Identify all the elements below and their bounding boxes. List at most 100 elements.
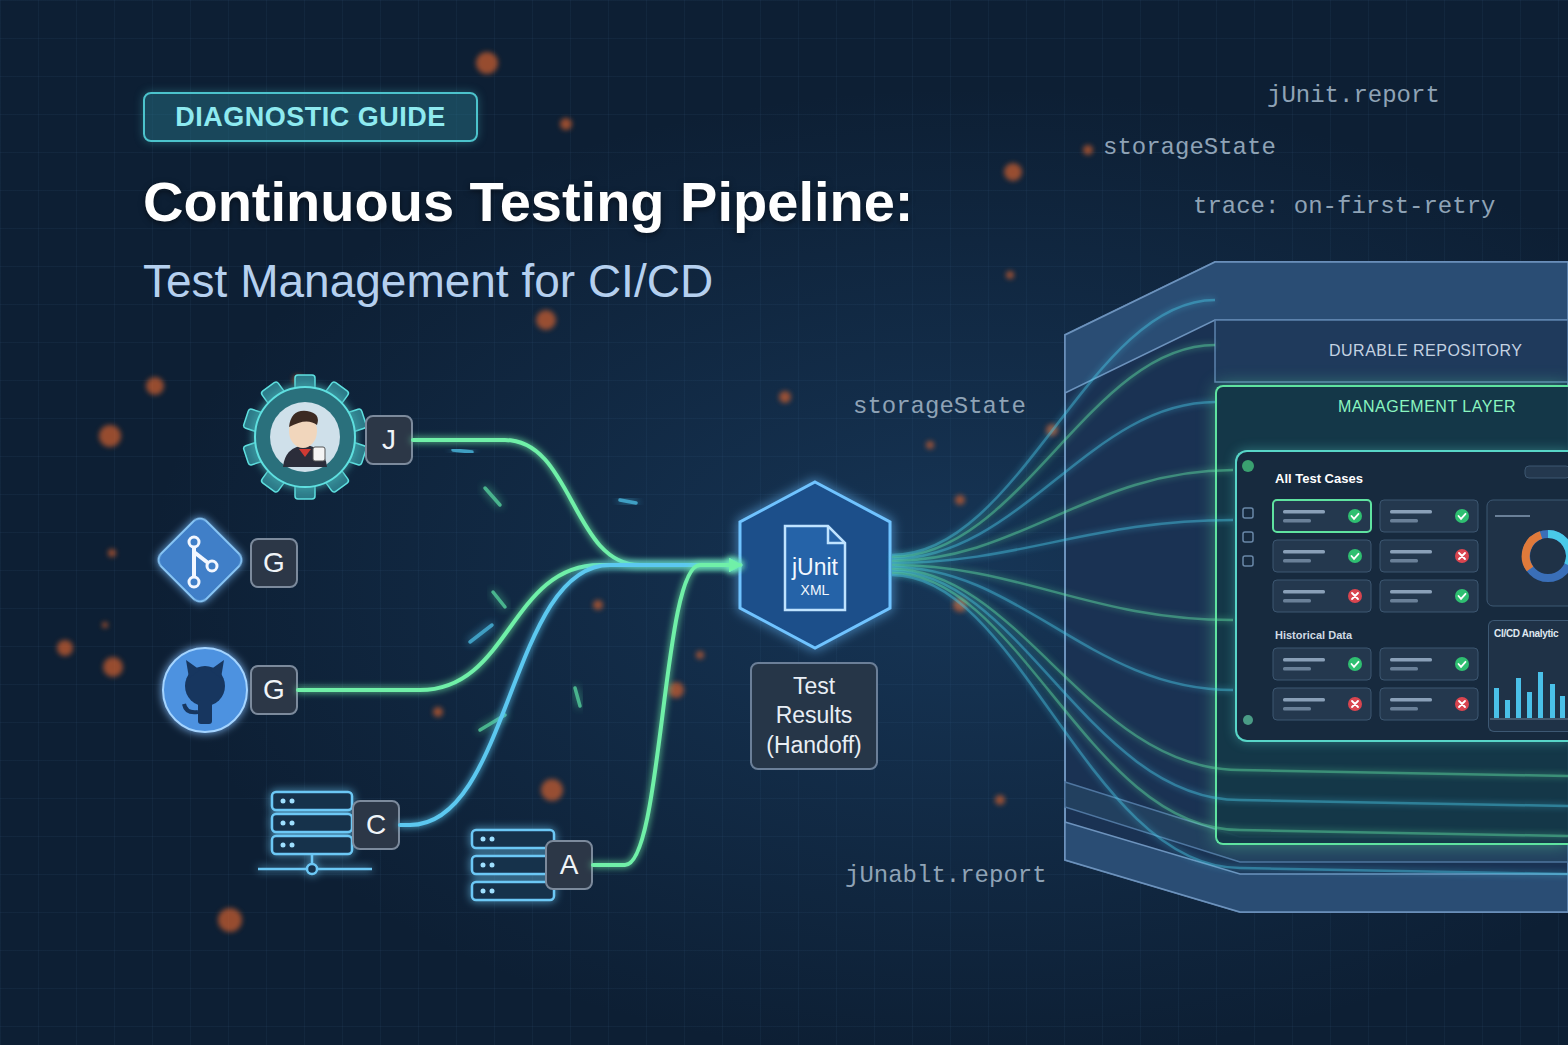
pass-icon — [1455, 509, 1469, 523]
bokeh-dot — [1046, 424, 1058, 436]
test-card — [1273, 500, 1371, 532]
motion-dash — [372, 662, 414, 666]
status-mark — [1459, 662, 1466, 667]
bokeh-dot — [593, 600, 603, 610]
gear-tooth — [344, 441, 367, 466]
server-light — [481, 889, 486, 894]
data-stream — [892, 567, 1233, 690]
bokeh-dot — [108, 549, 116, 557]
file-type: XML — [740, 582, 890, 599]
server-light — [281, 799, 286, 804]
management-layer: MANAGEMENT LAYERAll Test CasesHistorical… — [1215, 385, 1568, 845]
gear-tooth — [323, 467, 350, 493]
gear-tooth — [323, 381, 350, 407]
server-light — [290, 799, 295, 804]
fail-icon — [1455, 549, 1469, 563]
source-badge: J — [365, 415, 413, 465]
source-badge: C — [352, 800, 400, 850]
butler-face — [289, 414, 317, 448]
sidebar-icon — [1243, 532, 1253, 542]
server-unit — [272, 836, 352, 854]
motion-dash — [575, 688, 580, 706]
panel-heading: CI/CD Analytic — [1494, 628, 1558, 639]
subtitle: Test Management for CI/CD — [143, 258, 713, 304]
dashboard-heading: Historical Data — [1275, 629, 1352, 641]
card-line — [1283, 590, 1325, 594]
motion-dash — [626, 628, 630, 660]
bokeh-dot — [1083, 145, 1093, 155]
test-card — [1273, 540, 1371, 572]
diagram-title: Continuous Testing Pipeline: — [143, 174, 914, 230]
data-stream — [892, 573, 1568, 836]
data-stream — [892, 569, 1568, 776]
motion-dash — [480, 715, 505, 730]
fail-icon — [1348, 697, 1362, 711]
chart-bar — [1505, 700, 1510, 718]
source-badge: A — [545, 840, 593, 890]
pass-icon — [1455, 589, 1469, 603]
server-unit — [472, 830, 554, 848]
status-mark — [1459, 594, 1466, 599]
status-mark — [1459, 701, 1465, 707]
butler-body — [283, 445, 327, 467]
test-card — [1380, 500, 1478, 532]
bokeh-dot — [476, 52, 498, 74]
donut-ring — [1526, 534, 1568, 578]
card-line — [1390, 698, 1432, 702]
motion-dash — [470, 625, 492, 642]
chart-bar — [1516, 678, 1521, 718]
source-connector — [413, 440, 740, 565]
data-stream — [892, 571, 1568, 806]
gear-body — [255, 387, 355, 487]
card-line — [1283, 698, 1325, 702]
chart-bar — [1538, 672, 1543, 718]
git-commit — [189, 577, 199, 587]
card-line — [1283, 599, 1311, 603]
results-flow-arrow — [890, 562, 1235, 569]
server-light — [490, 889, 495, 894]
gear-tooth — [295, 375, 315, 393]
source-connector — [298, 561, 740, 565]
source-connector — [593, 565, 740, 865]
bokeh-dot — [1004, 163, 1022, 181]
test-card — [1380, 648, 1478, 680]
pass-icon — [1348, 509, 1362, 523]
pass-icon — [1455, 657, 1469, 671]
donut-slice — [1526, 535, 1541, 569]
card-line — [1283, 707, 1311, 711]
git-commit — [189, 537, 199, 547]
card-line — [1390, 590, 1432, 594]
repository-stack: DURABLE REPOSITORYMANAGEMENT LAYERAll Te… — [1065, 262, 1568, 912]
code-annotation: jUnablt.report — [845, 864, 1047, 888]
bokeh-dot — [99, 425, 121, 447]
card-line — [1283, 559, 1311, 563]
octocat-ear — [210, 660, 224, 678]
layer-title: MANAGEMENT LAYER — [1338, 398, 1516, 416]
bokeh-dot — [146, 377, 164, 395]
github-circle — [163, 648, 247, 732]
octocat-body — [198, 700, 212, 724]
status-mark — [1352, 662, 1359, 667]
source-letter: C — [366, 809, 386, 841]
card-line — [1390, 707, 1418, 711]
repository-top — [1065, 262, 1568, 393]
code-annotation: storageState — [1103, 136, 1276, 160]
chart-bar — [1494, 688, 1499, 718]
card-line — [1390, 550, 1432, 554]
data-stream — [892, 300, 1215, 555]
motion-dash — [493, 592, 505, 607]
card-line — [1283, 519, 1311, 523]
butler-tie — [299, 449, 311, 457]
card-line — [1283, 667, 1311, 671]
test-card — [1380, 540, 1478, 572]
github-icon — [163, 648, 247, 732]
source-connector — [298, 565, 740, 690]
window-dot — [1242, 460, 1254, 472]
git-icon — [155, 515, 246, 606]
file-fold — [828, 526, 845, 543]
status-mark — [1459, 553, 1465, 559]
test-card — [1273, 688, 1371, 720]
butler-napkin — [313, 447, 325, 461]
server-light — [281, 821, 286, 826]
